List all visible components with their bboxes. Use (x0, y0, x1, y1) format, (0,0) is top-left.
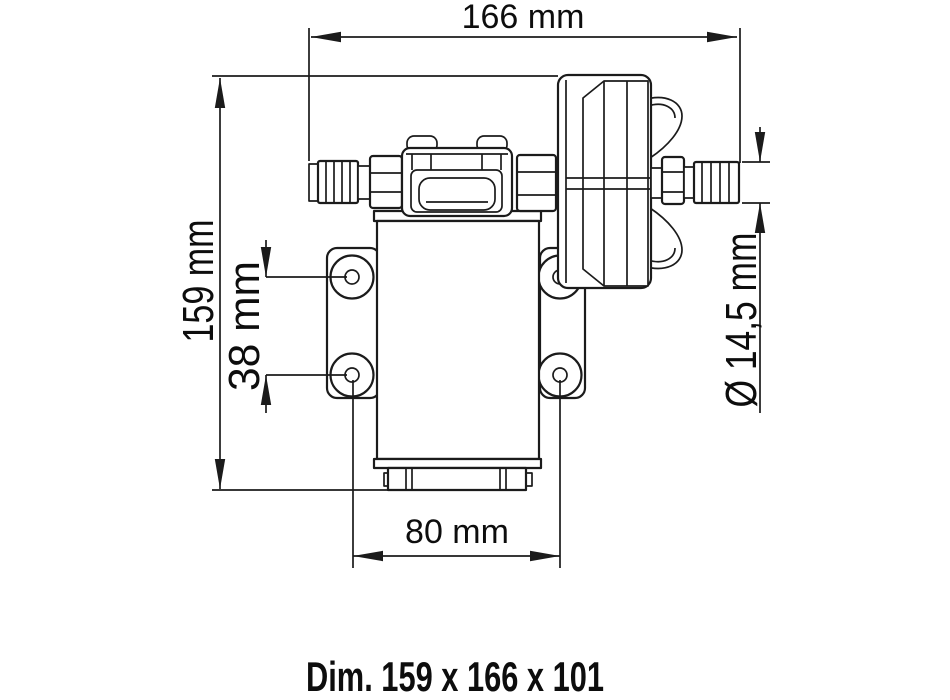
dim-hole-spacing-label: 38 mm (220, 261, 269, 391)
dimension-hole-spacing: 38 mm (220, 240, 347, 413)
mounting-hole-top-left (344, 269, 360, 285)
arrowhead-right (530, 550, 560, 562)
hose-barb-left (316, 159, 360, 205)
arrowhead-left (311, 31, 341, 43)
dim-port-diameter-label: Ø 14,5 mm (717, 233, 766, 408)
outlet-hex-nut (660, 155, 686, 206)
barb-neck (683, 166, 695, 199)
pump-head-group (308, 135, 558, 218)
mounting-hole-bottom-left (344, 367, 360, 383)
arrowhead-bottom (214, 459, 226, 489)
motor-body (375, 219, 541, 461)
outlet-pipe (650, 167, 663, 199)
dimension-overall-width: 166 mm (308, 0, 741, 163)
motor (372, 209, 543, 492)
outlet-port-right (650, 155, 741, 206)
head-window (418, 177, 496, 211)
dim-width-label: 166 mm (462, 0, 585, 36)
barb-neck-left (357, 165, 371, 200)
arrowhead-down (260, 247, 272, 277)
motor-bottom-flange (372, 457, 543, 470)
arrowhead-left (353, 550, 383, 562)
hose-barb-right (692, 160, 741, 205)
dimension-overall-height: 159 mm (174, 75, 558, 491)
hose-barb-left-tip (308, 163, 319, 202)
inlet-hex-nut (368, 154, 404, 210)
end-cover-face-panel (582, 80, 649, 287)
head-right-hex-nut (515, 153, 558, 213)
drawing-caption: Dim. 159 x 166 x 101 (306, 653, 604, 700)
arrowhead-up (754, 203, 766, 233)
dimension-foot-spacing: 80 mm (352, 380, 561, 568)
mounting-bracket-left (325, 246, 382, 400)
arrowhead-right (707, 31, 737, 43)
mounting-hole-bottom-right (552, 367, 568, 383)
arrowhead-top (214, 78, 226, 108)
arrowhead-up (260, 375, 272, 405)
dimension-port-diameter: Ø 14,5 mm (717, 127, 770, 413)
arrowhead-down (754, 132, 766, 162)
dim-height-label: 159 mm (174, 220, 223, 343)
dim-foot-spacing-label: 80 mm (405, 513, 509, 551)
motor-end-cap (386, 466, 528, 492)
